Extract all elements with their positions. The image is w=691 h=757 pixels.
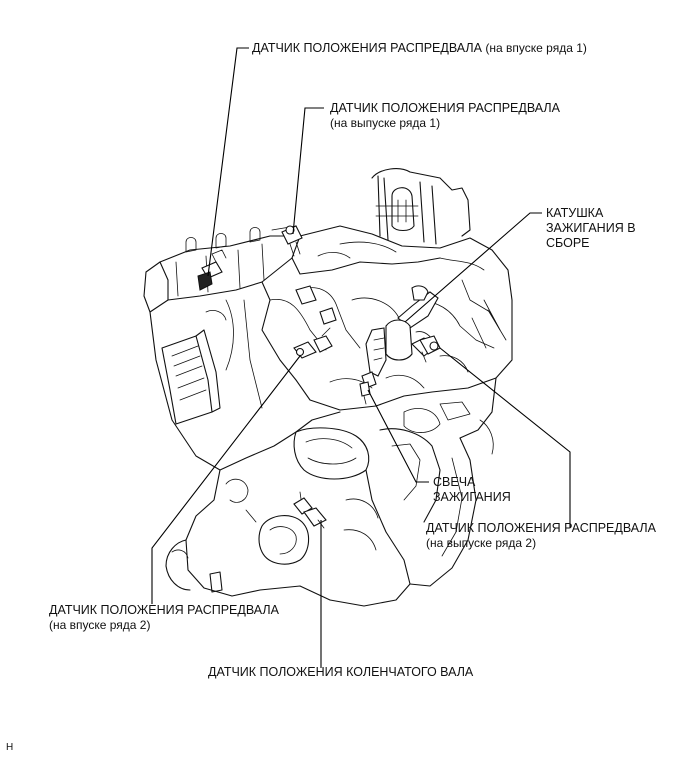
label-spark-plug: СВЕЧА ЗАЖИГАНИЯ — [433, 475, 511, 505]
cam-sensor-intake-bank1 — [197, 249, 227, 291]
cam-sensor-exhaust-bank2 — [419, 335, 441, 363]
footer-mark: H — [6, 742, 14, 753]
label-cam-exhaust-bank2-title: ДАТЧИК ПОЛОЖЕНИЯ РАСПРЕДВАЛА — [426, 521, 656, 535]
spark-plug — [359, 371, 377, 405]
bank1-connector — [295, 285, 317, 305]
label-ignition-coil-line1: КАТУШКА — [546, 206, 604, 220]
label-cam-intake-bank1-note: (на впуске ряда 1) — [485, 41, 587, 55]
label-cam-intake-bank1: ДАТЧИК ПОЛОЖЕНИЯ РАСПРЕДВАЛА (на впуске … — [252, 41, 587, 56]
leader-spark-plug — [367, 389, 429, 483]
cam-sensor-exhaust-bank1 — [281, 225, 303, 257]
label-cam-exhaust-bank1: ДАТЧИК ПОЛОЖЕНИЯ РАСПРЕДВАЛА (на выпуске… — [330, 101, 560, 131]
leader-cam-intake-bank1 — [207, 47, 249, 277]
label-ignition-coil: КАТУШКА ЗАЖИГАНИЯ В СБОРЕ — [546, 206, 636, 251]
label-cam-intake-bank2-title: ДАТЧИК ПОЛОЖЕНИЯ РАСПРЕДВАЛА — [49, 603, 279, 617]
label-cam-exhaust-bank1-note: (на выпуске ряда 1) — [330, 116, 441, 130]
label-crankshaft-title: ДАТЧИК ПОЛОЖЕНИЯ КОЛЕНЧАТОГО ВАЛА — [208, 665, 474, 679]
leader-ignition-coil — [404, 212, 542, 323]
cam-sensor-intake-bank2 — [293, 327, 333, 359]
leader-lines — [151, 47, 571, 668]
label-cam-intake-bank2: ДАТЧИК ПОЛОЖЕНИЯ РАСПРЕДВАЛА (на впуске … — [49, 603, 279, 633]
label-ignition-coil-line3: СБОРЕ — [546, 236, 590, 250]
leader-cam-intake-bank2 — [151, 355, 301, 604]
label-spark-plug-line1: СВЕЧА — [433, 475, 476, 489]
leader-cam-exhaust-bank1 — [292, 107, 324, 235]
label-cam-exhaust-bank2-note: (на выпуске ряда 2) — [426, 536, 537, 550]
label-crankshaft: ДАТЧИК ПОЛОЖЕНИЯ КОЛЕНЧАТОГО ВАЛА — [208, 665, 473, 680]
label-spark-plug-line2: ЗАЖИГАНИЯ — [433, 490, 511, 504]
label-ignition-coil-line2: ЗАЖИГАНИЯ В — [546, 221, 636, 235]
label-cam-exhaust-bank1-title: ДАТЧИК ПОЛОЖЕНИЯ РАСПРЕДВАЛА — [330, 101, 560, 115]
coil-connector — [411, 285, 429, 301]
label-cam-intake-bank1-title: ДАТЧИК ПОЛОЖЕНИЯ РАСПРЕДВАЛА — [252, 41, 482, 55]
label-cam-exhaust-bank2: ДАТЧИК ПОЛОЖЕНИЯ РАСПРЕДВАЛА (на выпуске… — [426, 521, 656, 551]
leader-cam-exhaust-bank2 — [439, 347, 571, 528]
label-cam-intake-bank2-note: (на впуске ряда 2) — [49, 618, 151, 632]
bank1-connector-2 — [319, 307, 337, 325]
